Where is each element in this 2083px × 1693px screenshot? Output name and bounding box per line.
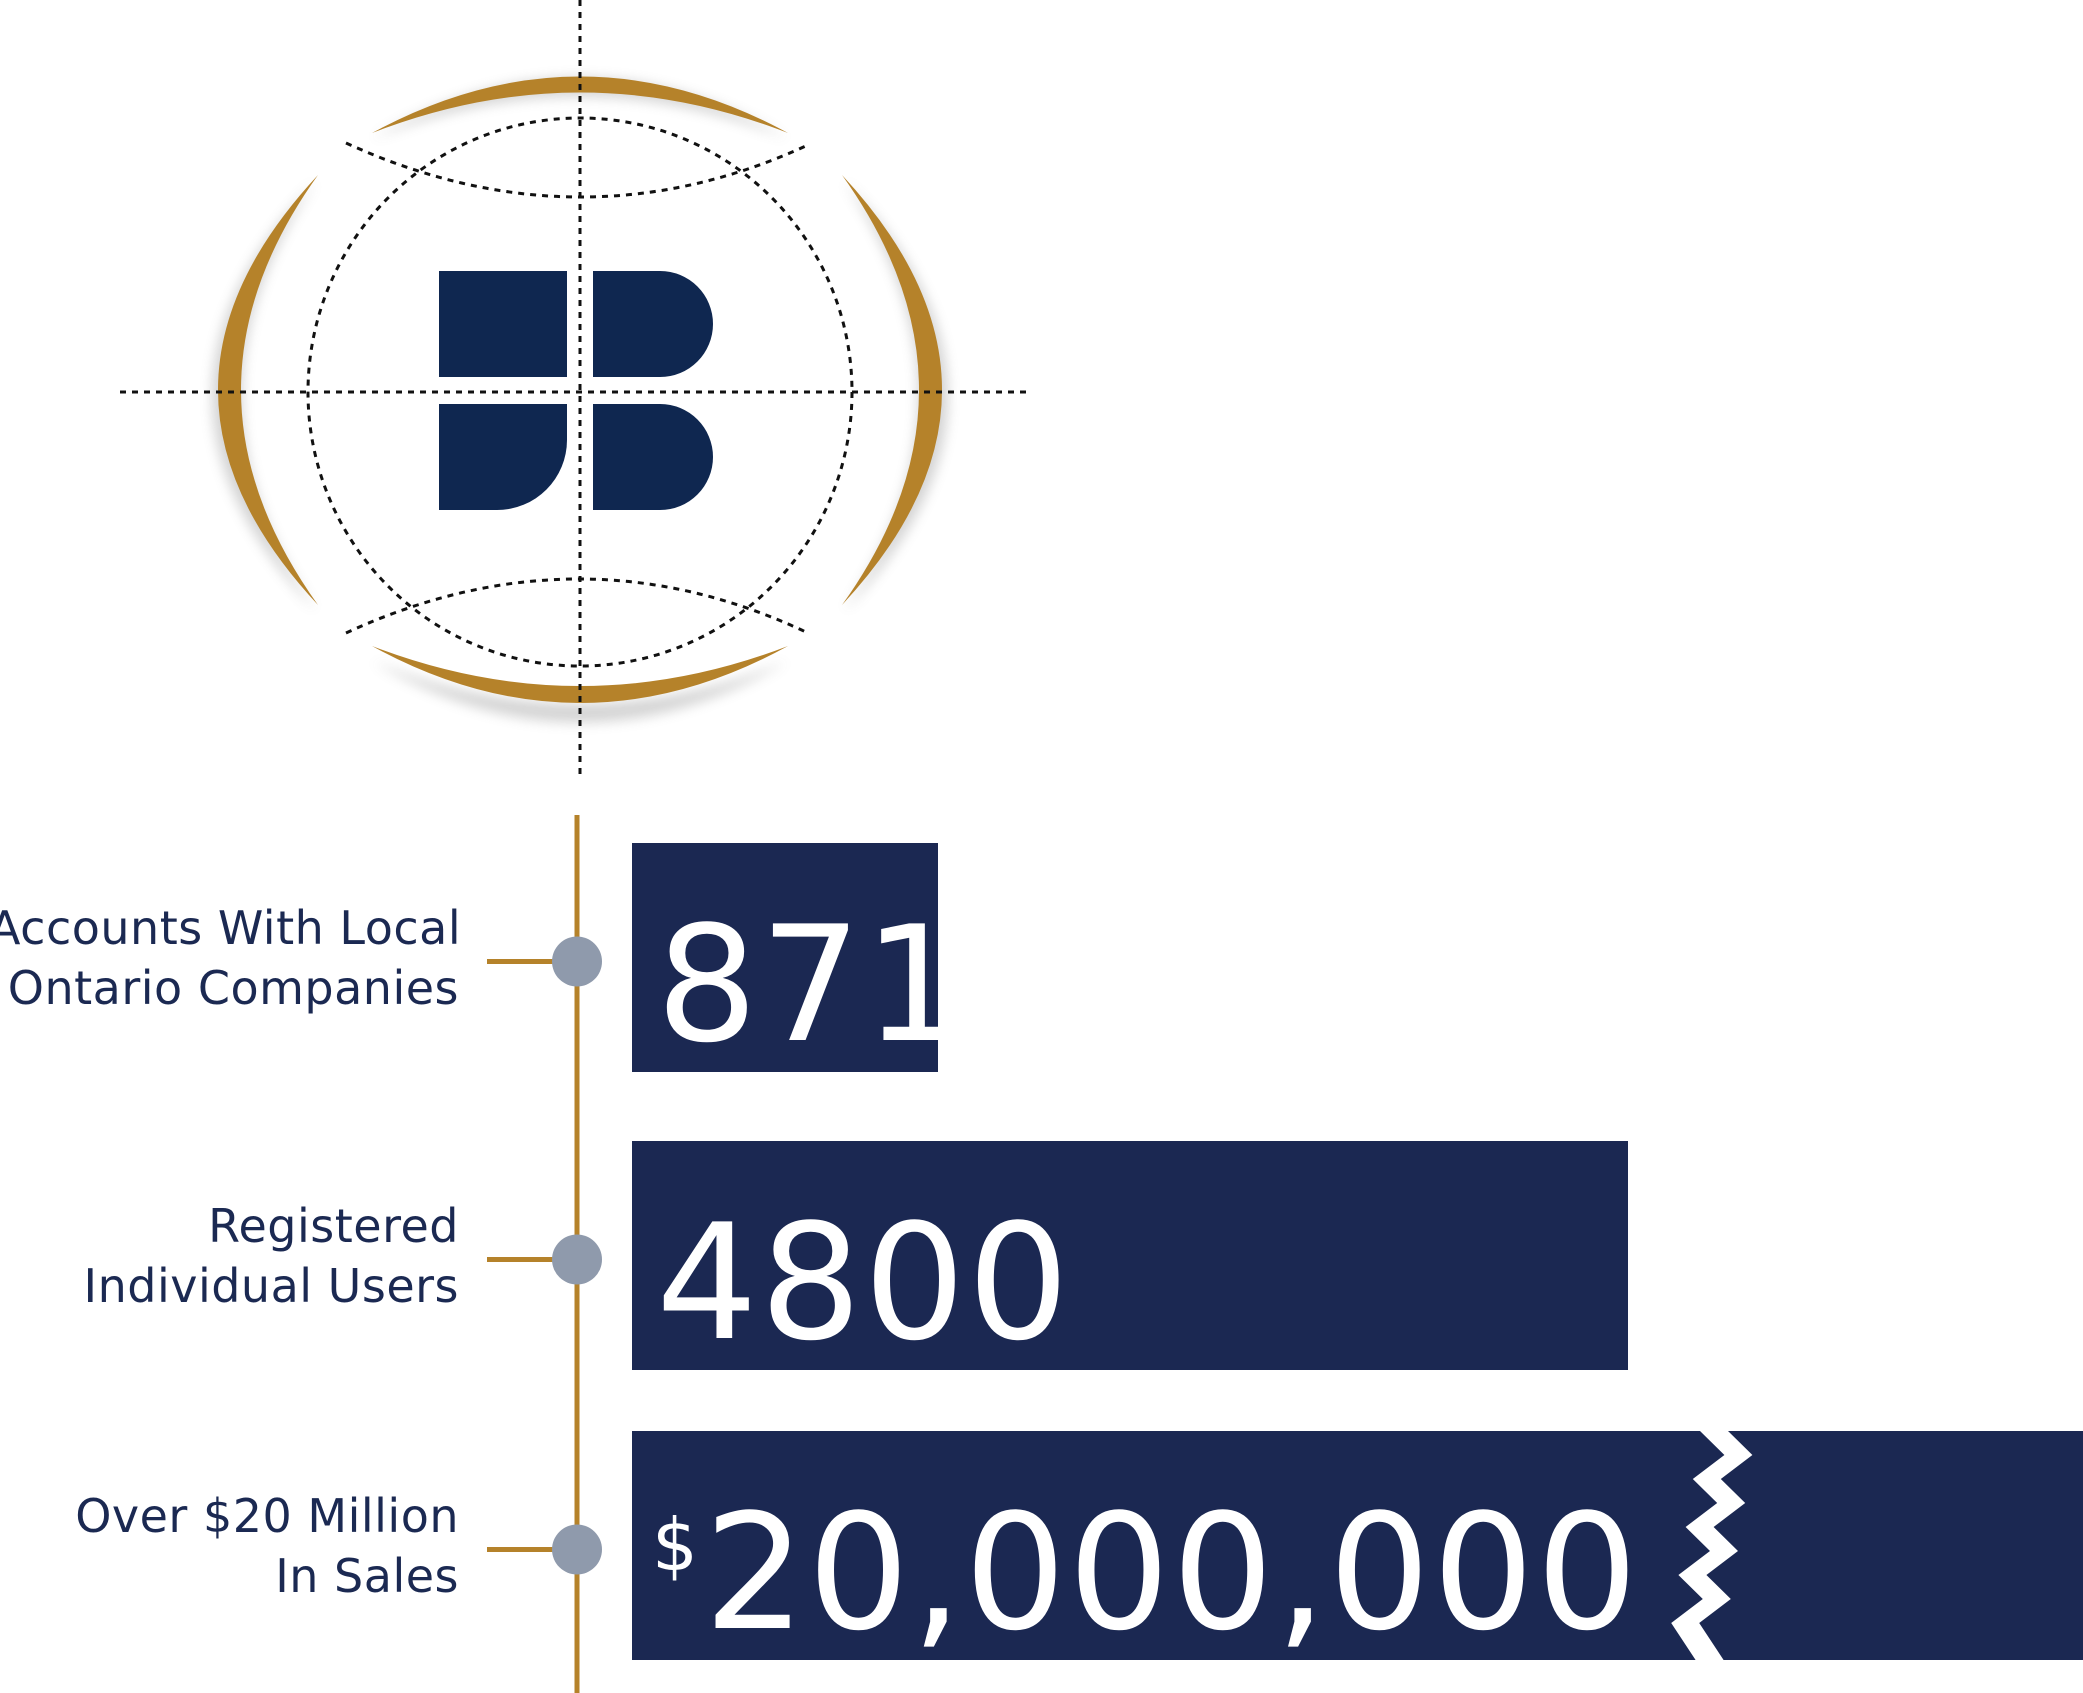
gold-crescents: [212, 76, 948, 723]
crescent-right: [842, 175, 942, 605]
category-label-line: In Sales: [275, 1548, 459, 1603]
b-letter-mark: [439, 271, 713, 510]
crescent-top: [372, 76, 788, 133]
value-text: 4800: [656, 1189, 1072, 1376]
dotted-globe-lines: [120, 0, 1030, 780]
bar: $20,000,000: [632, 1431, 2083, 1666]
value-text: 871: [656, 891, 968, 1078]
category-label-line: Registered: [208, 1198, 459, 1253]
category-label-line: Ontario Companies: [7, 960, 459, 1015]
category-label-line: Individual Users: [83, 1258, 459, 1313]
category-label: Over $20 Million In Sales: [0, 1486, 459, 1606]
globe-b-logo-icon: [120, 0, 1030, 780]
crescent-bottom: [372, 646, 788, 703]
value-text: 20,000,000: [703, 1479, 1640, 1666]
timeline-marker: [552, 1234, 602, 1285]
bar-value-label: $20,000,000: [652, 1431, 1640, 1666]
timeline-marker: [552, 1524, 602, 1575]
crescent-left: [218, 175, 318, 605]
category-label: Accounts With Local Ontario Companies: [0, 898, 462, 1018]
bar: 4800: [632, 1141, 1628, 1376]
category-label: Registered Individual Users: [0, 1196, 459, 1316]
category-label-line: Accounts With Local: [0, 900, 462, 955]
bar: 871: [632, 843, 965, 1078]
timeline-marker: [552, 936, 602, 987]
bar-value-label: 871: [652, 843, 967, 1078]
category-label-line: Over $20 Million: [75, 1488, 459, 1543]
bar-value-label: 4800: [652, 1141, 1071, 1376]
currency-prefix: $: [652, 1503, 700, 1587]
